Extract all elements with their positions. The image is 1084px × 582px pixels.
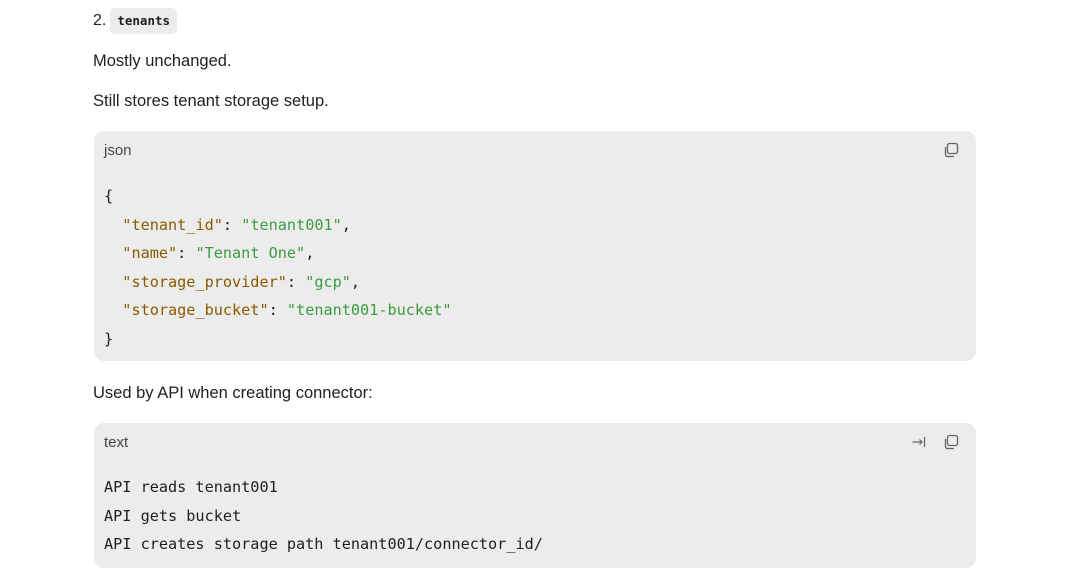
- json-open-brace: {: [104, 187, 114, 205]
- json-code: { "tenant_id": "tenant001", "name": "Ten…: [104, 187, 452, 348]
- copy-icon[interactable]: [942, 141, 960, 159]
- code-language-label: text: [104, 434, 129, 451]
- json-key: "tenant_id": [122, 215, 223, 234]
- code-actions: [942, 141, 960, 159]
- text-code-line: API gets bucket: [104, 506, 242, 525]
- json-key: "storage_bucket": [122, 301, 269, 319]
- json-value: "Tenant One": [195, 244, 306, 262]
- text-code-line: API reads tenant001: [104, 478, 278, 496]
- text-code: API reads tenant001 API gets bucket API …: [104, 473, 543, 559]
- json-value: "gcp": [305, 272, 351, 291]
- wrap-icon[interactable]: [910, 433, 928, 451]
- json-close-brace: }: [104, 329, 114, 348]
- code-language-label: json: [104, 142, 132, 159]
- code-actions: [910, 433, 960, 451]
- text-code-block: text API reads tenant001 API gets bucket…: [94, 423, 976, 568]
- paragraph-used-by-api: Used by API when creating connector:: [93, 384, 373, 402]
- section-heading: 2. tenants: [93, 8, 178, 34]
- json-key: "storage_provider": [122, 272, 287, 291]
- json-value: "tenant001-bucket": [286, 301, 452, 319]
- paragraph-mostly-unchanged: Mostly unchanged.: [93, 52, 232, 70]
- json-value: "tenant001": [241, 215, 342, 234]
- json-key: "name": [122, 244, 178, 262]
- copy-icon[interactable]: [942, 433, 960, 451]
- section-number: 2.: [93, 12, 107, 29]
- json-code-block: json { "tenant_id": "tenant001", "name":…: [94, 131, 976, 361]
- paragraph-stores-setup: Still stores tenant storage setup.: [93, 92, 329, 110]
- section-code-title: tenants: [110, 8, 178, 34]
- text-code-line: API creates storage path tenant001/conne…: [104, 535, 543, 553]
